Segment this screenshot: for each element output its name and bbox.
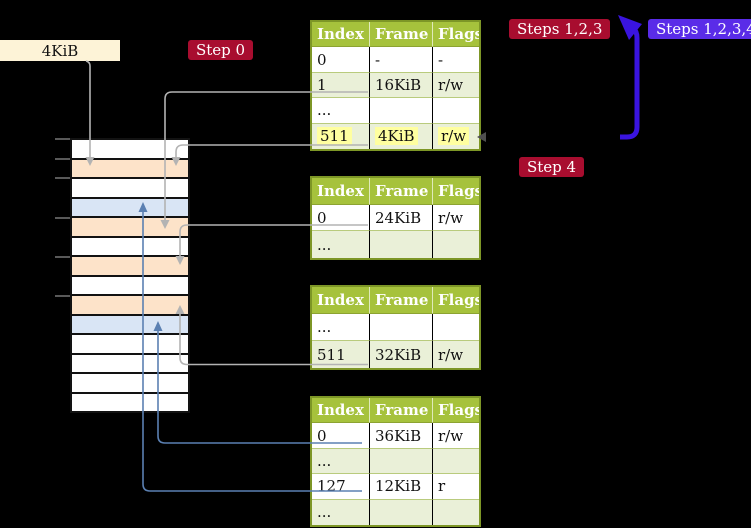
memory-frame-row-white [72,335,188,355]
table-cell [433,448,479,475]
table-cell: ... [312,499,370,525]
table-cell: r/w [433,72,479,99]
table-row: ... [312,231,479,259]
table-row: 0-- [312,47,479,73]
memory-frame-row-orange [72,218,188,238]
table-cell: 32KiB [370,341,433,368]
header-cell: Flags [433,398,479,424]
header-cell: Frame [370,178,433,205]
table-cell: 16KiB [370,72,433,99]
header-cell: Flags [433,178,479,205]
table-row: ... [312,448,479,475]
table-cell: 0 [312,423,370,449]
table-cell: 511 [312,341,370,368]
table-cell [370,499,433,525]
table-cell [370,314,433,341]
address-tick [55,216,70,219]
table-cell: 36KiB [370,423,433,449]
table-row: ... [312,314,479,341]
table-cell: r/w [433,341,479,368]
address-tick [55,295,70,298]
header-cell: Frame [370,22,433,48]
memory-frame-row-orange [72,296,188,316]
table-cell: r/w [433,204,479,232]
memory-frame-row-white [72,374,188,394]
header-cell: Index [312,22,370,48]
table-cell: 4KiB [370,123,433,149]
table-cell: 511 [312,123,370,149]
memory-frame-row-white [72,276,188,296]
step0-badge: Step 0 [188,40,254,60]
table-cell: ... [312,98,370,124]
steps-123-badge: Steps 1,2,3 [509,19,611,39]
memory-frame-row-white [72,179,188,199]
table-cell: 127 [312,474,370,500]
address-tick [55,255,70,258]
table-cell [433,499,479,525]
table-cell: ... [312,448,370,475]
table-cell [370,448,433,475]
memory-frame-row-white [72,237,188,257]
address-tick [55,138,70,140]
header-cell: Index [312,178,370,205]
memory-frame-row-blue [72,198,188,218]
address-tick [55,157,70,160]
header-cell: Flags [433,22,479,48]
table-cell: 0 [312,47,370,73]
table-cell [370,98,433,124]
table-cell [433,314,479,341]
table-cell [433,231,479,259]
table-cell: 0 [312,204,370,232]
header-cell: Frame [370,287,433,314]
steps-1234-badge: Steps 1,2,3,4 [648,19,751,39]
table-cell: 1 [312,72,370,99]
memory-frame-row-orange [72,159,188,179]
table-cell: 12KiB [370,474,433,500]
header-cell: Flags [433,287,479,314]
table-row: ... [312,499,479,525]
header-cell: Frame [370,398,433,424]
physical-memory-column [70,138,190,413]
table-row: ... [312,98,479,124]
memory-frame-row-white [72,393,188,411]
memory-frame-row-blue [72,315,188,335]
table-cell [433,98,479,124]
table-cell: - [433,47,479,73]
frame-size-label: 4KiB [0,40,120,61]
memory-frame-row-white [72,140,188,160]
address-tick [55,177,70,180]
table-cell: 24KiB [370,204,433,232]
table-cell: ... [312,314,370,341]
header-cell: Index [312,398,370,424]
step4-badge: Step 4 [519,157,585,177]
header-cell: Index [312,287,370,314]
table-cell: ... [312,231,370,259]
table-cell: r [433,474,479,500]
memory-frame-row-white [72,354,188,374]
table-cell: r/w [433,423,479,449]
memory-frame-row-orange [72,257,188,277]
table-cell [370,231,433,259]
table-cell: - [370,47,433,73]
recursive-loop-arrow [618,15,642,140]
table-cell: r/w [433,123,479,149]
